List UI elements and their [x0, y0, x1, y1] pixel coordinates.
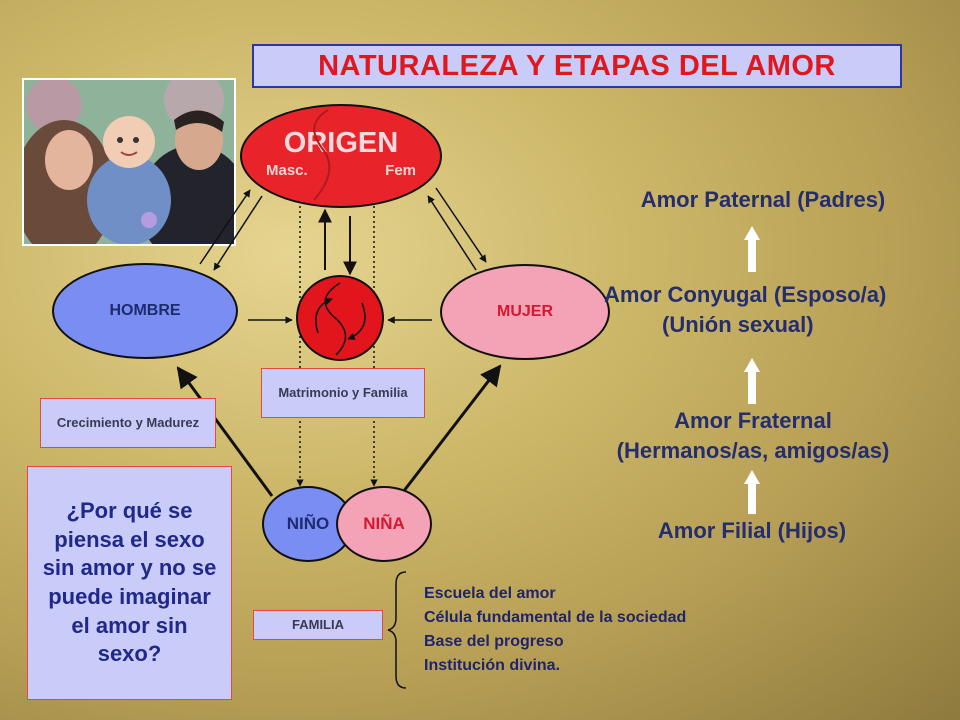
crecimiento-box: Crecimiento y Madurez [40, 398, 216, 448]
union-swirl-icon [315, 282, 366, 356]
nino-label: NIÑO [286, 514, 330, 533]
mujer-node: MUJER [440, 264, 610, 360]
stage-fraternal: Amor Fraternal (Hermanos/as, amigos/as) [617, 406, 890, 465]
mujer-label: MUJER [496, 303, 553, 320]
origin-divider-icon [313, 109, 331, 201]
hombre-node: HOMBRE [52, 263, 238, 359]
list-item: Institución divina. [424, 657, 561, 674]
stage-filial: Amor Filial (Hijos) [657, 518, 847, 543]
list-item: Célula fundamental de la sociedad [424, 609, 687, 626]
stage-conyugal: Amor Conyugal (Esposo/a) (Unión sexual) [604, 280, 886, 339]
stage-paternal: Amor Paternal (Padres) [640, 187, 886, 212]
union-circle [296, 275, 384, 361]
stage-conyugal-line2: (Unión sexual) [662, 311, 814, 337]
page-title: NATURALEZA Y ETAPAS DEL AMOR [252, 44, 902, 88]
stage-fraternal-line2: (Hermanos/as, amigos/as) [616, 437, 890, 463]
origen-label: ORIGEN [283, 127, 399, 159]
stage-fraternal-line1: Amor Fraternal [674, 408, 832, 433]
origen-node: ORIGEN Masc. Fem [240, 104, 442, 208]
list-item: Base del progreso [424, 633, 564, 650]
fem-label: Fem [385, 162, 416, 179]
stage-conyugal-line1: Amor Conyugal (Esposo/a) [604, 282, 887, 307]
list-item: Escuela del amor [424, 585, 556, 602]
family-photo [22, 78, 236, 246]
nina-node: NIÑA [336, 486, 432, 562]
nina-label: NIÑA [363, 514, 405, 533]
familia-box: FAMILIA [253, 610, 383, 640]
question-box: ¿Por qué se piensa el sexo sin amor y no… [27, 466, 232, 700]
hombre-label: HOMBRE [109, 302, 181, 319]
familia-list: Escuela del amor Célula fundamental de l… [424, 582, 686, 678]
masc-label: Masc. [266, 162, 308, 179]
matrimonio-box: Matrimonio y Familia [261, 368, 425, 418]
question-text: ¿Por qué se piensa el sexo sin amor y no… [42, 498, 217, 667]
